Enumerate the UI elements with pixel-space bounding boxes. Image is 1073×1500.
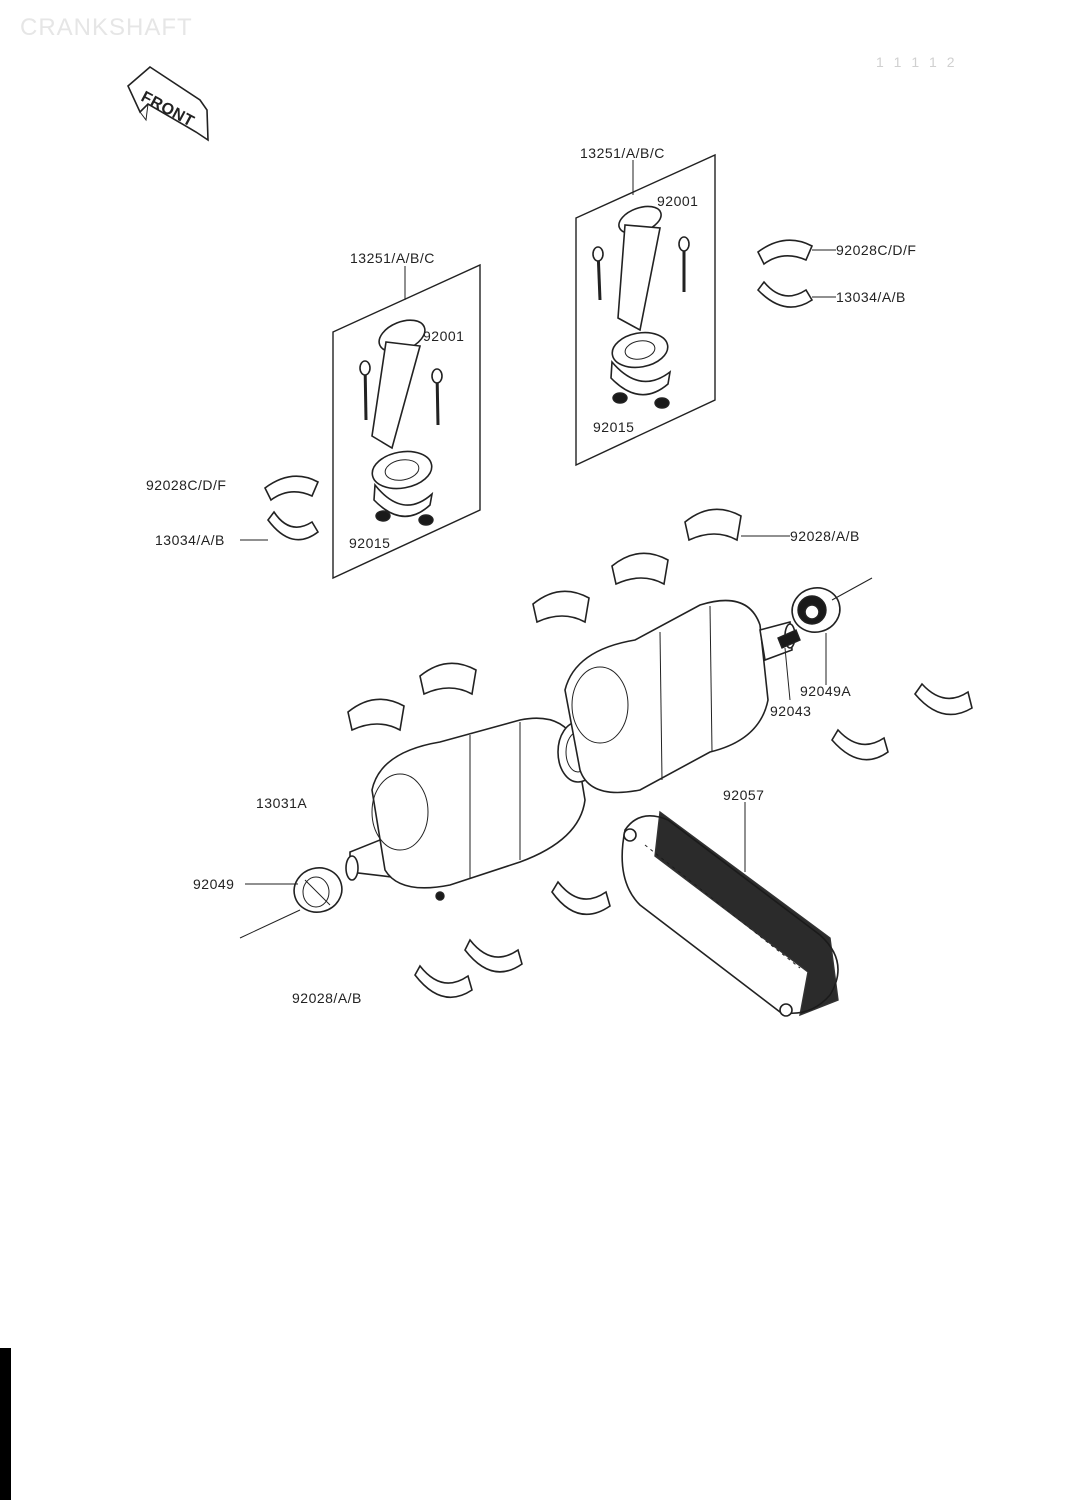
label-main-bearing-upper: 92028/A/B bbox=[790, 528, 860, 544]
label-conrod-assy-left: 13251/A/B/C bbox=[350, 250, 435, 266]
main-bearing-lower-right-1 bbox=[913, 682, 973, 716]
scan-edge-shadow bbox=[0, 1348, 11, 1500]
conrod-bolt-right-a bbox=[592, 246, 604, 301]
label-conrod-bearing-lower-left: 13034/A/B bbox=[155, 532, 225, 548]
connecting-rod-left bbox=[371, 319, 434, 518]
main-bearing-lower-right-2 bbox=[831, 728, 889, 761]
main-bearing-upper-1 bbox=[347, 698, 405, 732]
front-direction-badge: FRONT bbox=[127, 65, 209, 142]
conrod-nut-right-b bbox=[654, 397, 670, 409]
main-bearing-lower-left-2 bbox=[464, 938, 523, 973]
label-nut-right: 92015 bbox=[593, 419, 634, 435]
main-bearing-upper-4 bbox=[611, 552, 669, 586]
conrod-assembly-left: 13251/A/B/C 92001 92015 bbox=[332, 250, 481, 580]
conrod-bolt-right-b bbox=[678, 236, 690, 292]
main-bearing-lower-left-3 bbox=[414, 964, 473, 999]
conrod-bearing-upper-left bbox=[263, 475, 320, 502]
oil-seal-right bbox=[791, 587, 841, 633]
label-conrod-bearing-upper-right: 92028C/D/F bbox=[836, 242, 916, 258]
label-conrod-assy-right: 13251/A/B/C bbox=[580, 145, 665, 161]
connecting-rod-right bbox=[610, 205, 672, 396]
label-oil-seal-left: 92049 bbox=[193, 876, 234, 892]
label-conrod-bearing-lower-right: 13034/A/B bbox=[836, 289, 906, 305]
conrod-nut-left-a bbox=[375, 510, 391, 522]
label-oil-seal-right: 92049A bbox=[800, 683, 851, 699]
label-pin: 92043 bbox=[770, 703, 811, 719]
conrod-bolt-left-a bbox=[359, 360, 371, 421]
dowel-pin bbox=[777, 629, 801, 649]
label-crankshaft: 13031A bbox=[256, 795, 307, 811]
label-conrod-right: 92001 bbox=[657, 193, 698, 209]
main-bearing-upper-5 bbox=[684, 508, 742, 542]
conrod-bearing-lower-right bbox=[756, 280, 814, 308]
page-reference: 1 1 1 1 2 bbox=[876, 54, 958, 70]
label-cam-chain: 92057 bbox=[723, 787, 764, 803]
main-bearing-upper-3 bbox=[532, 590, 590, 624]
label-nut-left: 92015 bbox=[349, 535, 390, 551]
label-main-bearing-lower: 92028/A/B bbox=[292, 990, 362, 1006]
label-conrod-left: 92001 bbox=[423, 328, 464, 344]
main-bearing-lower-left-1 bbox=[551, 880, 611, 916]
page-header: CRANKSHAFT bbox=[20, 14, 193, 41]
crankshaft bbox=[345, 599, 796, 901]
conrod-bearing-lower-left bbox=[266, 510, 320, 541]
conrod-nut-left-b bbox=[418, 514, 434, 526]
label-conrod-bearing-upper-left: 92028C/D/F bbox=[146, 477, 226, 493]
oil-seal-left bbox=[293, 867, 343, 913]
conrod-nut-right-a bbox=[612, 392, 628, 404]
conrod-bearing-upper-right bbox=[756, 239, 814, 266]
cam-chain bbox=[621, 810, 839, 1017]
conrod-bolt-left-b bbox=[431, 368, 443, 426]
main-bearing-upper-2 bbox=[419, 662, 477, 696]
conrod-assembly-right: 13251/A/B/C 92001 92015 bbox=[575, 145, 716, 467]
